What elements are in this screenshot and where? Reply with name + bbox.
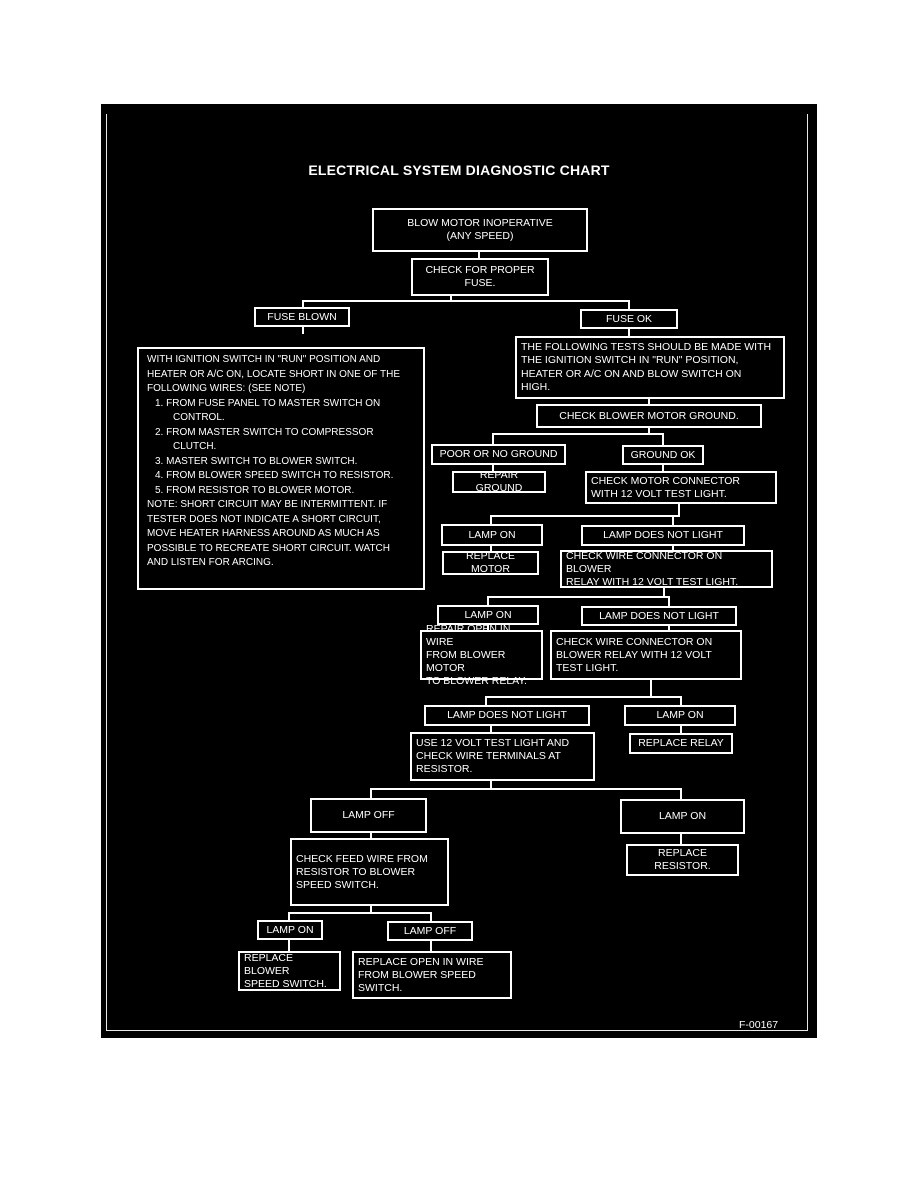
procedure-note-line: POSSIBLE TO RECREATE SHORT CIRCUIT. WATC…: [147, 542, 391, 554]
connector: [664, 596, 670, 606]
procedure-item: 1. FROM FUSE PANEL TO MASTER SWITCH ON: [155, 397, 381, 409]
procedure-note-line: AND LISTEN FOR ARCING.: [147, 557, 274, 568]
node-lamp-not-light-3: LAMP DOES NOT LIGHT: [424, 705, 590, 726]
procedure-intro-line: HEATER OR A/C ON, LOCATE SHORT IN ONE OF…: [147, 368, 401, 380]
node-lamp-not-light-2: LAMP DOES NOT LIGHT: [581, 606, 737, 626]
diagram-panel: ELECTRICAL SYSTEM DIAGNOSTIC CHART BLOW …: [101, 104, 817, 1038]
diagram-frame: [106, 114, 808, 1031]
connector: [451, 300, 630, 310]
procedure-item: 5. FROM RESISTOR TO BLOWER MOTOR.: [155, 484, 355, 496]
node-replace-resistor: REPLACE RESISTOR.: [626, 844, 739, 876]
node-lamp-on-1: LAMP ON: [441, 524, 543, 546]
node-check-relay-connector: CHECK WIRE CONNECTOR ON BLOWER RELAY WIT…: [560, 550, 773, 588]
node-lamp-on-4: LAMP ON: [620, 799, 745, 834]
node-repair-open-relay: REPAIR OPEN IN WIRE FROM BLOWER MOTOR TO…: [420, 623, 543, 687]
node-replace-open-speed: REPLACE OPEN IN WIRE FROM BLOWER SPEED S…: [352, 951, 512, 999]
procedure-item: 2. FROM MASTER SWITCH TO COMPRESSOR: [155, 426, 374, 438]
procedure-item: 3. MASTER SWITCH TO BLOWER SWITCH.: [155, 455, 358, 467]
connector: [672, 515, 679, 525]
node-check-ground: CHECK BLOWER MOTOR GROUND.: [536, 404, 762, 428]
node-repair-ground: REPAIR GROUND: [452, 469, 546, 494]
node-fuse-blown: FUSE BLOWN: [254, 307, 350, 327]
procedure-item-cont: CONTROL.: [173, 412, 225, 423]
node-ground-ok: GROUND OK: [622, 445, 704, 465]
procedure-intro-line: FOLLOWING WIRES: (SEE NOTE): [147, 383, 306, 394]
node-lamp-on-3: LAMP ON: [624, 705, 736, 726]
node-short-circuit-procedure: WITH IGNITION SWITCH IN "RUN" POSITION A…: [137, 347, 425, 590]
node-replace-motor: REPLACE MOTOR: [442, 550, 539, 575]
node-use-test-light: USE 12 VOLT TEST LIGHT AND CHECK WIRE TE…: [410, 732, 595, 781]
node-lamp-not-light-1: LAMP DOES NOT LIGHT: [581, 525, 745, 546]
node-check-fuse: CHECK FOR PROPER FUSE.: [411, 258, 549, 296]
node-check-motor-connector: CHECK MOTOR CONNECTOR WITH 12 VOLT TEST …: [585, 471, 777, 504]
node-replace-relay: REPLACE RELAY: [629, 733, 733, 754]
node-check-relay-connector-2: CHECK WIRE CONNECTOR ON BLOWER RELAY WIT…: [550, 630, 742, 680]
connector: [302, 295, 452, 308]
connector: [491, 788, 682, 800]
node-fuse-ok: FUSE OK: [580, 309, 678, 329]
connector: [649, 433, 664, 445]
procedure-item-cont: CLUTCH.: [173, 441, 217, 452]
connector: [371, 912, 432, 921]
node-lamp-off-5: LAMP OFF: [387, 921, 473, 941]
connector: [370, 780, 492, 799]
connector: [487, 587, 665, 605]
procedure-note-line: NOTE: SHORT CIRCUIT MAY BE INTERMITTENT.…: [147, 499, 388, 510]
node-start: BLOW MOTOR INOPERATIVE (ANY SPEED): [372, 208, 588, 252]
node-lamp-on-2: LAMP ON: [437, 605, 539, 625]
figure-id: F-00167: [739, 1019, 779, 1031]
connector: [651, 696, 682, 705]
node-replace-speed-switch: REPLACE BLOWER SPEED SWITCH.: [238, 951, 341, 991]
node-check-feed-wire: CHECK FEED WIRE FROM RESISTOR TO BLOWER …: [290, 838, 449, 906]
procedure-note-line: MOVE HEATER HARNESS AROUND AS MUCH AS: [147, 528, 380, 539]
procedure-intro-line: WITH IGNITION SWITCH IN "RUN" POSITION A…: [147, 354, 381, 365]
procedure-item: 4. FROM BLOWER SPEED SWITCH TO RESISTOR.: [155, 470, 394, 481]
connector: [490, 503, 680, 525]
node-poor-ground: POOR OR NO GROUND: [431, 444, 566, 465]
procedure-note-line: TESTER DOES NOT INDICATE A SHORT CIRCUIT…: [147, 513, 381, 525]
connector: [288, 905, 372, 921]
connector: [492, 427, 650, 444]
connector-lines: [288, 251, 682, 951]
node-following-tests: THE FOLLOWING TESTS SHOULD BE MADE WITH …: [515, 336, 785, 399]
node-lamp-on-5: LAMP ON: [257, 920, 323, 940]
connector: [485, 679, 652, 705]
chart-title: ELECTRICAL SYSTEM DIAGNOSTIC CHART: [308, 162, 610, 178]
node-lamp-off-4: LAMP OFF: [310, 798, 427, 833]
